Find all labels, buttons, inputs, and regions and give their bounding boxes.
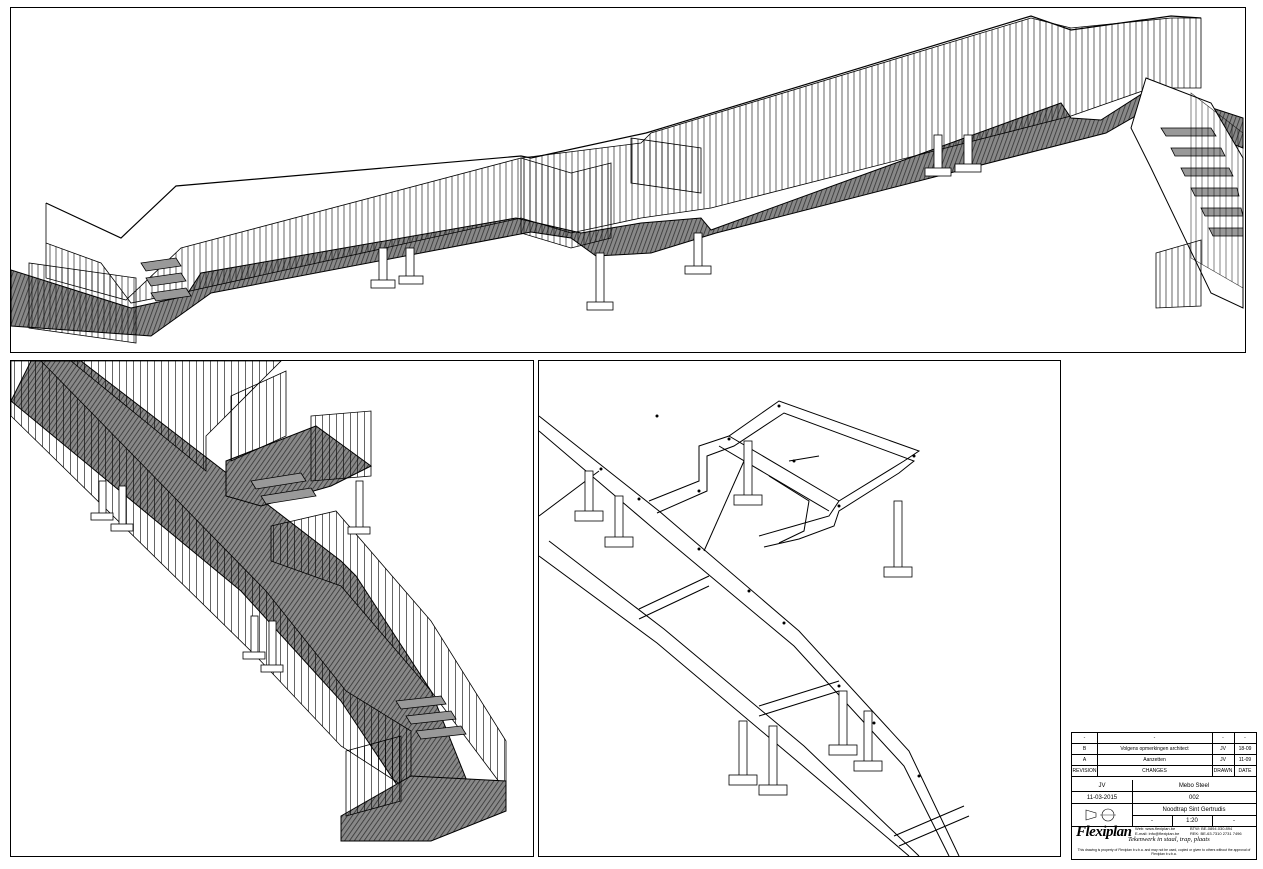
copyright-notice: This drawing is property of Flexiplan b.…: [1077, 848, 1251, 856]
left-view-frame: [10, 360, 534, 857]
revision-row-b: B Volgens opmerkingen architect JV 18-09: [1072, 744, 1256, 755]
support-posts-frame: [574, 440, 913, 796]
project-number: 002: [1188, 794, 1199, 801]
company-logo: Flexiplan: [1076, 824, 1132, 840]
client-name: Mebo Steel: [1178, 782, 1210, 789]
bolt-marks: [599, 404, 921, 778]
scale: 1:20: [1186, 817, 1198, 824]
project-name: Noodtrap Sint Gertrudis: [1162, 806, 1226, 813]
contact-rek: REK: BE-63.7310 2731 7496: [1190, 831, 1242, 836]
support-posts: [370, 134, 982, 311]
revision-row-a: A Aanzetten JV 11-09: [1072, 755, 1256, 766]
bottom-landing: [340, 775, 507, 842]
platform-railing: [520, 157, 612, 249]
contact-email: E-mail: info@flexiplan.be: [1135, 831, 1180, 836]
contact-btw: BTW: BE-0894.030.894: [1190, 826, 1233, 831]
company-tagline: Tekenwerk in staal, trap, plaats: [1128, 836, 1210, 843]
contact-web: Web: www.flexiplan.be: [1135, 826, 1176, 831]
revision-header: REVISION CHANGES DRAWN DATE: [1072, 766, 1256, 777]
deck-railing-right: [70, 361, 282, 472]
drawing-date: 11-03-2015: [1086, 794, 1118, 801]
drawn-client-row: JV Mebo Steel: [1072, 780, 1256, 792]
support-posts-left: [90, 480, 371, 673]
drawn-by: JV: [1098, 782, 1106, 789]
top-view-frame: [10, 7, 1246, 353]
revision-row-0: - - - -: [1072, 733, 1256, 744]
deck-railing-left: [11, 361, 412, 792]
left-view-drawing: [11, 361, 507, 842]
projection-symbol-icon: [1085, 808, 1116, 822]
title-block: - - - - B Volgens opmerkingen architect …: [1071, 732, 1257, 860]
structure-view-drawing: [539, 400, 970, 856]
top-view-drawing: [11, 15, 1244, 344]
back-railing: [45, 17, 1202, 304]
front-railing-left: [28, 262, 137, 344]
date-project-row: 11-03-2015 002: [1072, 792, 1256, 804]
steel-frame: [539, 400, 970, 856]
project-row: Noodtrap Sint Gertrudis - 1:20 -: [1072, 804, 1256, 827]
structure-view-frame: [538, 360, 1061, 857]
